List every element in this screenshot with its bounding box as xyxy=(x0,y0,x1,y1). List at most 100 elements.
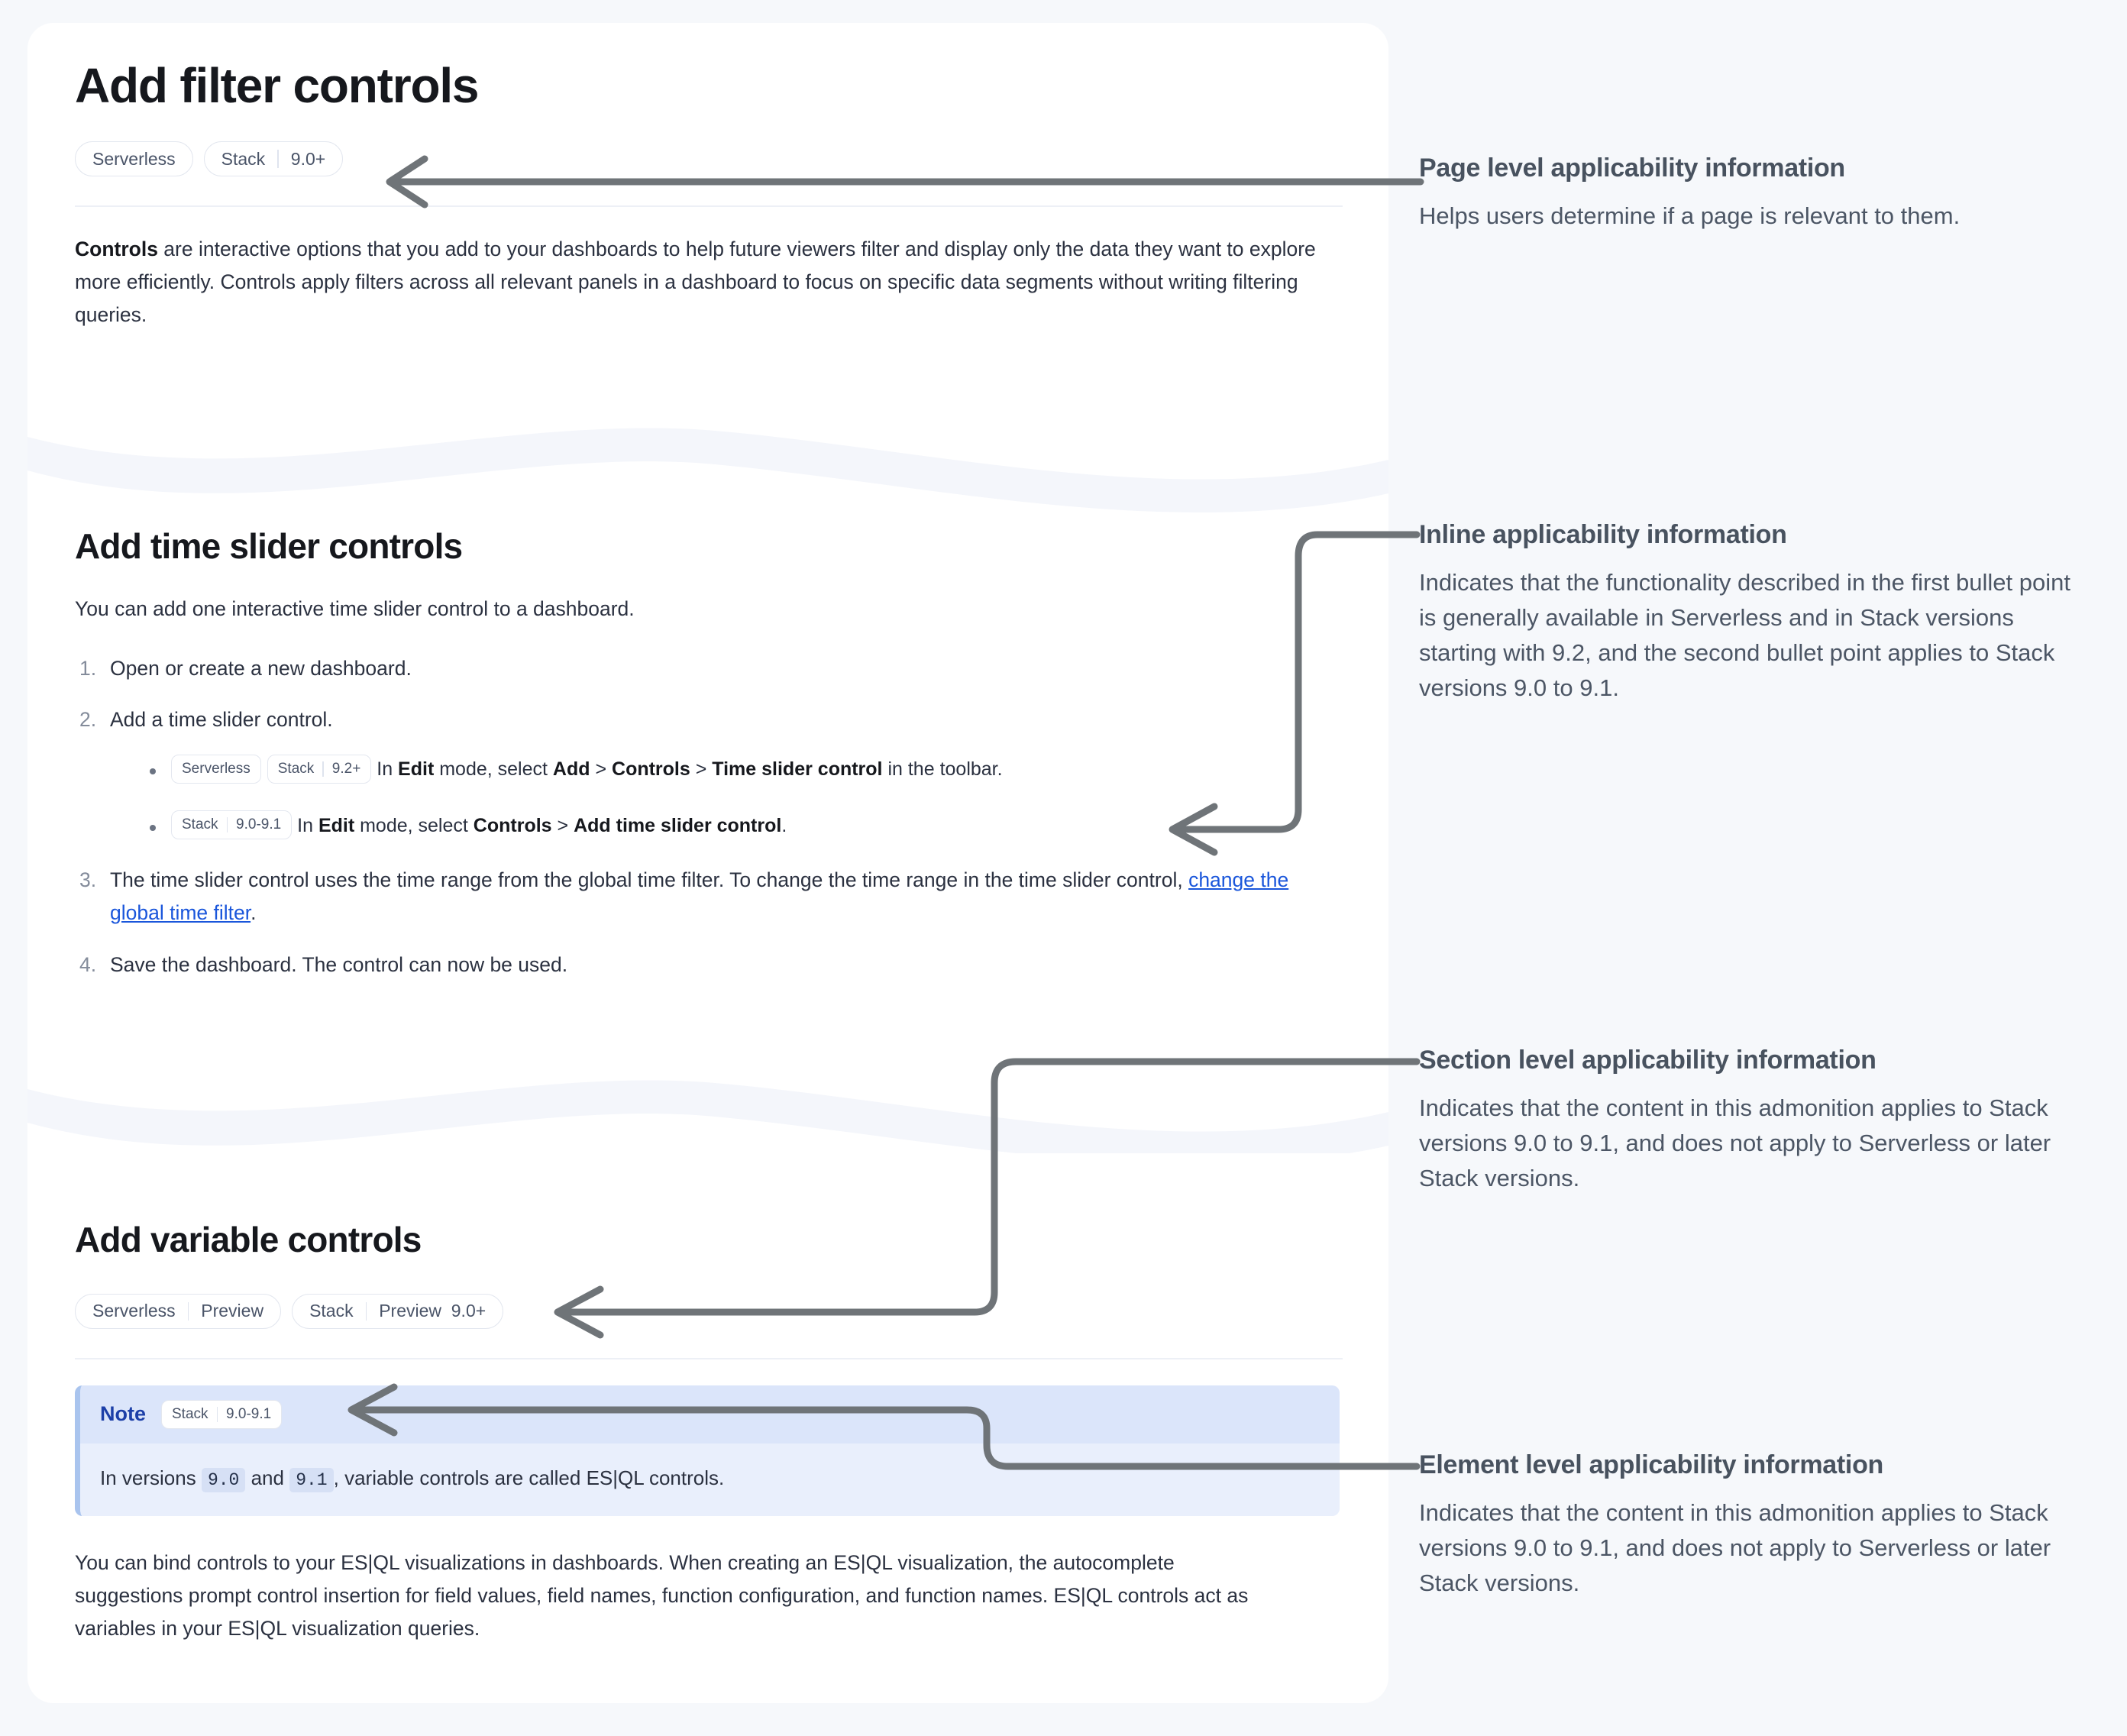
annotation-page-level: Page level applicability information Hel… xyxy=(1419,153,2076,234)
intro-rest: are interactive options that you add to … xyxy=(75,238,1316,326)
step-text-after-link: . xyxy=(251,900,257,924)
text-fragment: mode, select xyxy=(434,758,553,781)
substep-text: In Edit mode, select Controls > Add time… xyxy=(297,815,787,836)
section-add-variable-controls: Add variable controls Serverless Preview… xyxy=(27,1220,1388,1645)
note-badge-stack[interactable]: Stack 9.0-9.1 xyxy=(161,1399,283,1429)
pill-divider xyxy=(277,150,279,169)
annotation-element-level: Element level applicability information … xyxy=(1419,1450,2076,1601)
badge-version-label: 9.0-9.1 xyxy=(236,816,282,833)
pill-divider xyxy=(187,1301,189,1321)
intro-paragraph: Controls are interactive options that yo… xyxy=(75,233,1320,331)
pill-lifecycle-label: Serverless xyxy=(92,148,176,169)
text-fragment: mode, select xyxy=(354,814,474,836)
step-text-before-link: The time slider control uses the time ra… xyxy=(110,868,1189,892)
note-text-fragment: In versions xyxy=(100,1466,202,1489)
step-item-3: The time slider control uses the time ra… xyxy=(75,864,1317,929)
annotation-heading: Inline applicability information xyxy=(1419,520,1787,549)
section-divider-rule xyxy=(75,1357,1343,1359)
substep-text: In Edit mode, select Add > Controls > Ti… xyxy=(377,758,1002,780)
step-item-4: Save the dashboard. The control can now … xyxy=(75,949,1341,981)
text-fragment: In xyxy=(297,814,318,836)
note-body: In versions 9.0 and 9.1, variable contro… xyxy=(80,1443,1340,1517)
substep-item-2: Stack 9.0-9.1 In Edit mode, select Contr… xyxy=(148,810,1341,841)
pill-version-label: Preview 9.0+ xyxy=(379,1301,486,1321)
step-text: Open or create a new dashboard. xyxy=(110,657,412,680)
page-applicability-badges: Serverless Stack 9.0+ xyxy=(75,141,1341,177)
annotation-body: Indicates that the functionality describ… xyxy=(1419,569,2070,701)
badge-lifecycle-label: Stack xyxy=(182,816,218,833)
badge-lifecycle-label: Serverless xyxy=(182,760,251,777)
pill-divider xyxy=(365,1301,367,1321)
annotation-body: Indicates that the content in this admon… xyxy=(1419,1094,2051,1191)
badge-version-label: 9.2+ xyxy=(331,760,361,777)
badge-version-label: 9.0-9.1 xyxy=(226,1405,272,1422)
section-applicability-badges: Serverless Preview Stack Preview 9.0+ xyxy=(75,1293,1341,1329)
inline-badge-stack[interactable]: Stack 9.2+ xyxy=(267,754,372,784)
badge-lifecycle-label: Stack xyxy=(172,1405,208,1422)
step-text: Save the dashboard. The control can now … xyxy=(110,952,568,976)
global-time-filter-link[interactable]: change the global time filter xyxy=(110,868,1289,924)
inline-badge-serverless[interactable]: Serverless xyxy=(171,754,261,784)
text-fragment-bold: Add xyxy=(552,758,590,781)
step-item-1: Open or create a new dashboard. xyxy=(75,652,1341,685)
applicability-pill-serverless[interactable]: Serverless xyxy=(75,141,193,177)
text-fragment-bold: Add time slider control xyxy=(574,814,782,836)
text-fragment-bold: Edit xyxy=(318,814,355,836)
steps-list: Open or create a new dashboard. Add a ti… xyxy=(75,652,1341,981)
badge-lifecycle-label: Stack xyxy=(277,760,315,777)
note-title: Note xyxy=(100,1402,146,1426)
note-text-fragment: and xyxy=(245,1466,290,1489)
step-substeps-list: Serverless Stack 9.2+ In Edit mode, sele… xyxy=(110,754,1341,841)
annotation-heading: Section level applicability information xyxy=(1419,1046,1876,1075)
text-fragment: . xyxy=(781,814,787,836)
text-fragment: > xyxy=(590,758,613,781)
text-fragment-bold: Edit xyxy=(398,758,435,781)
badge-divider xyxy=(322,761,324,777)
annotation-body: Indicates that the content in this admon… xyxy=(1419,1499,2051,1596)
annotation-heading: Page level applicability information xyxy=(1419,154,1845,183)
text-fragment: > xyxy=(690,758,713,781)
annotation-inline: Inline applicability information Indicat… xyxy=(1419,519,2076,706)
badge-divider xyxy=(216,1406,218,1422)
section-add-time-slider-controls: Add time slider controls You can add one… xyxy=(27,526,1388,1001)
section-intro-paragraph: You can add one interactive time slider … xyxy=(75,596,635,620)
section-title: Add variable controls xyxy=(75,1220,422,1259)
header-divider xyxy=(75,205,1343,208)
annotation-column: Page level applicability information Hel… xyxy=(1388,0,2127,1736)
text-fragment-bold: Time slider control xyxy=(712,758,883,781)
pill-lifecycle-label: Stack xyxy=(309,1301,354,1321)
applicability-pill-stack-preview[interactable]: Stack Preview 9.0+ xyxy=(292,1293,504,1329)
text-fragment: In xyxy=(377,758,399,781)
page-header-section: Add filter controls Serverless Stack 9.0… xyxy=(27,58,1388,331)
documentation-card: Add filter controls Serverless Stack 9.0… xyxy=(27,23,1388,1703)
section-divider-wave-2 xyxy=(27,1054,1388,1153)
annotation-body: Helps users determine if a page is relev… xyxy=(1419,202,1961,230)
badge-divider xyxy=(226,817,228,833)
text-fragment: in the toolbar. xyxy=(882,758,1003,781)
applicability-pill-stack[interactable]: Stack 9.0+ xyxy=(203,141,344,177)
annotation-section-level: Section level applicability information … xyxy=(1419,1045,2076,1196)
page-title: Add filter controls xyxy=(75,58,480,113)
section-divider-wave-1 xyxy=(27,420,1388,519)
substep-item-1: Serverless Stack 9.2+ In Edit mode, sele… xyxy=(148,754,1341,784)
inline-code-version: 9.0 xyxy=(201,1467,246,1492)
section-title: Add time slider controls xyxy=(75,526,463,566)
intro-lead-term: Controls xyxy=(75,238,158,261)
text-fragment-bold: Controls xyxy=(473,814,552,836)
section-body-paragraph: You can bind controls to your ES|QL visu… xyxy=(75,1551,1249,1640)
note-header: Note Stack 9.0-9.1 xyxy=(80,1385,1340,1443)
pill-lifecycle-label: Stack xyxy=(221,148,266,169)
text-fragment: > xyxy=(551,814,574,836)
step-item-2: Add a time slider control. Serverless St… xyxy=(75,703,1341,841)
note-text-fragment: , variable controls are called ES|QL con… xyxy=(333,1466,725,1489)
pill-version-label: 9.0+ xyxy=(290,148,326,169)
text-fragment-bold: Controls xyxy=(612,758,690,781)
annotation-heading: Element level applicability information xyxy=(1419,1450,1884,1479)
note-admonition: Note Stack 9.0-9.1 In versions 9.0 and 9… xyxy=(75,1385,1340,1517)
inline-badge-stack[interactable]: Stack 9.0-9.1 xyxy=(171,810,293,840)
inline-code-version: 9.1 xyxy=(289,1467,334,1492)
pill-version-label: Preview xyxy=(201,1301,264,1321)
applicability-pill-serverless-preview[interactable]: Serverless Preview xyxy=(75,1293,282,1329)
pill-lifecycle-label: Serverless xyxy=(92,1301,176,1321)
